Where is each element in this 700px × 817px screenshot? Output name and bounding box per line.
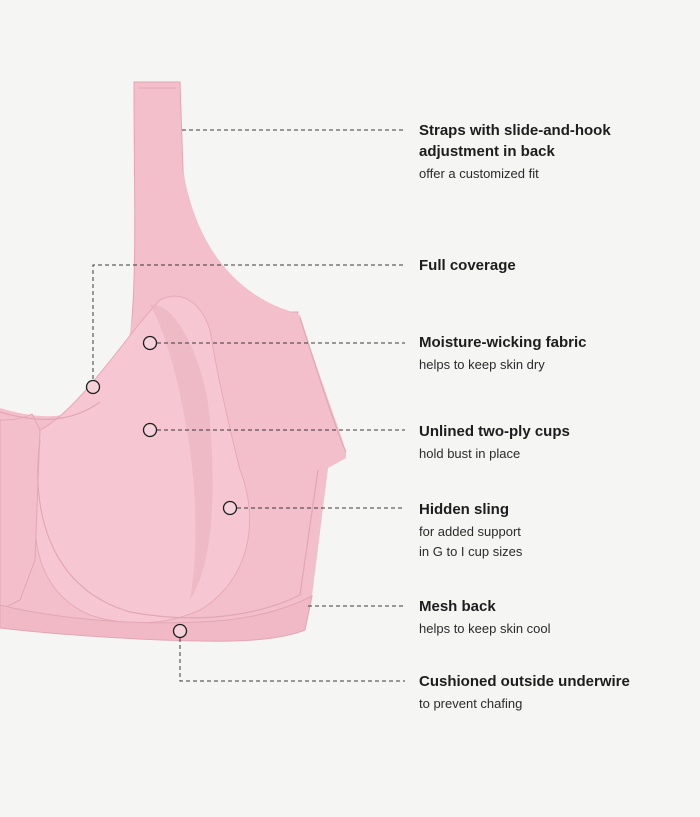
- marker-sling: [222, 500, 238, 516]
- marker-coverage: [85, 379, 101, 395]
- feature-title: Unlined two-ply cups: [419, 423, 570, 440]
- neckline-edge: [0, 401, 101, 420]
- feature-desc: for added support: [419, 524, 521, 539]
- feature-coverage: Full coverage: [419, 255, 694, 276]
- feature-moisture: Moisture-wicking fabric helps to keep sk…: [419, 332, 694, 375]
- underband: [0, 595, 313, 642]
- feature-desc: helps to keep skin cool: [419, 621, 551, 636]
- feature-desc: offer a customized fit: [419, 166, 539, 181]
- feature-title: Hidden sling: [419, 501, 509, 518]
- feature-title: Cushioned outside underwire: [419, 673, 630, 690]
- feature-straps: Straps with slide-and-hook adjustment in…: [419, 120, 694, 184]
- feature-underwire: Cushioned outside underwire to prevent c…: [419, 671, 694, 714]
- feature-title: Full coverage: [419, 257, 516, 274]
- feature-cups: Unlined two-ply cups hold bust in place: [419, 421, 694, 464]
- center-gore: [0, 413, 41, 611]
- side-edge: [299, 317, 347, 453]
- feature-desc: helps to keep skin dry: [419, 357, 545, 372]
- feature-desc: hold bust in place: [419, 446, 521, 461]
- cup-fold: [150, 304, 213, 600]
- leader-coverage: [92, 264, 405, 386]
- marker-cups: [142, 422, 158, 438]
- feature-title: Mesh back: [419, 598, 496, 615]
- feature-title: Straps with slide-and-hook adjustment in…: [419, 122, 611, 160]
- feature-mesh: Mesh back helps to keep skin cool: [419, 596, 694, 639]
- marker-wire: [172, 623, 188, 639]
- marker-moisture: [142, 335, 158, 351]
- feature-desc-2: in G to I cup sizes: [419, 544, 523, 559]
- feature-sling: Hidden sling for added support in G to I…: [419, 499, 694, 562]
- feature-title: Moisture-wicking fabric: [419, 334, 587, 351]
- leader-wire: [179, 638, 405, 682]
- underwire-channel: [37, 439, 319, 619]
- markers: [85, 335, 238, 639]
- leader-lines: [92, 129, 405, 682]
- feature-desc: to prevent chafing: [419, 696, 523, 711]
